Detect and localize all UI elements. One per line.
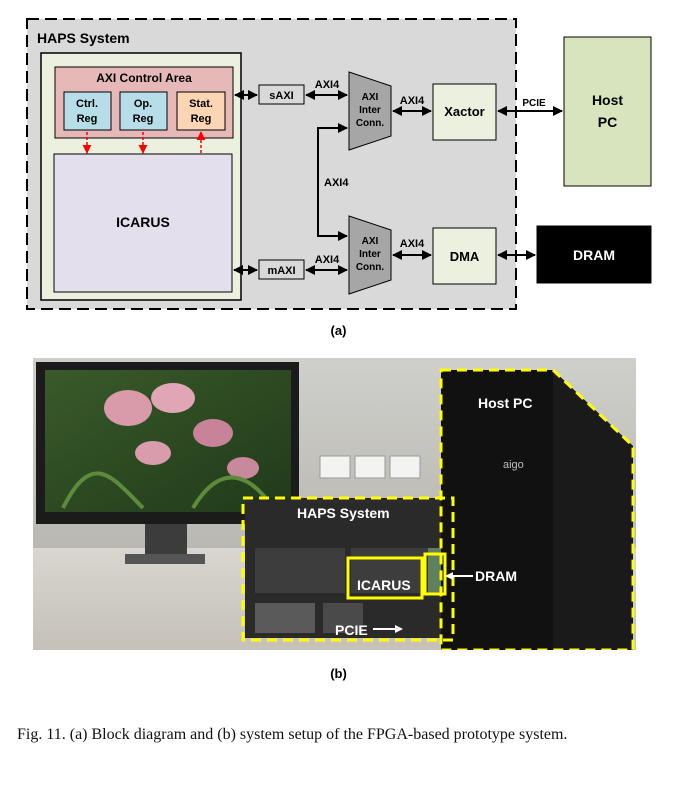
photo-icarus-label: ICARUS [357,577,411,593]
ctrl-reg-label-1: Ctrl. [76,98,98,110]
ctrl-reg-box [63,91,112,131]
haps-highlight [241,496,455,642]
arrow-interconn-vertical [317,123,348,241]
subfigure-label-b: (b) [330,666,347,681]
host-pc-label-2: PC [598,114,617,130]
icarus-box [53,153,233,293]
host-pc-label-1: Host [592,92,623,108]
setup-photo: aigo Host PC HAPS System ICARUS DRAM PCI… [33,358,636,650]
op-reg-label-1: Op. [134,98,152,110]
figure-caption: Fig. 11. (a) Block diagram and (b) syste… [17,726,568,743]
wall-socket [354,455,386,479]
haps-hardware [245,498,453,638]
photo-pcie-label: PCIE [335,622,368,638]
dma-box [432,227,497,285]
wall-socket [389,455,421,479]
op-reg-label-2: Reg [133,113,154,125]
icarus-label: ICARUS [116,214,170,230]
maxi-box [258,259,305,280]
host-pc-box [563,36,652,187]
photo-dram-arrowhead [445,572,453,580]
stat-reg-box [176,91,226,131]
top-interconnect-label-1: AXI [362,92,379,103]
photo-dram-label: DRAM [475,568,517,584]
host-pc-highlight [439,368,635,650]
ctrl-reg-label-2: Reg [77,113,98,125]
pcie-label: PCIE [522,98,546,109]
dram-label: DRAM [573,247,615,263]
top-interconnect-label-3: Conn. [356,118,385,129]
monitor [36,362,299,564]
host-pc-tower: aigo [441,370,633,650]
wall-socket [319,455,351,479]
axi-control-area-label: AXI Control Area [96,71,192,85]
axi4-label-maxi: AXI4 [315,254,340,266]
block-diagram: HAPS System AXI Control Area Ctrl. Reg O… [26,18,652,310]
axi4-label-xactor: AXI4 [400,95,425,107]
axi4-label-dma: AXI4 [400,238,425,250]
maxi-label: mAXI [267,265,295,277]
saxi-label: sAXI [269,90,293,102]
stat-reg-label-2: Reg [191,113,212,125]
xactor-box [432,83,497,141]
stat-reg-label-1: Stat. [189,98,213,110]
photo-host-pc-label: Host PC [478,395,532,411]
bottom-interconnect-label-2: Inter [359,249,381,260]
top-interconnect [348,71,392,151]
op-reg-box [119,91,168,131]
photo-haps-label: HAPS System [297,505,390,521]
bottom-interconnect [348,215,392,295]
pcie-label-bg [518,97,550,109]
xactor-label: Xactor [444,104,484,119]
dram-highlight [423,552,447,596]
saxi-box [258,84,305,105]
bottom-interconnect-label-3: Conn. [356,262,385,273]
dram-box [536,225,652,284]
bottom-interconnect-label-1: AXI [362,236,379,247]
dma-label: DMA [450,249,480,264]
axi4-label-vertical: AXI4 [324,177,349,189]
photo-pcie-arrowhead [395,625,403,633]
axi4-label-saxi: AXI4 [315,79,340,91]
icarus-highlight [346,556,424,600]
subfigure-label-a: (a) [330,323,347,338]
top-interconnect-label-2: Inter [359,105,381,116]
haps-system-title: HAPS System [37,30,130,46]
host-pc-brand: aigo [503,459,524,471]
